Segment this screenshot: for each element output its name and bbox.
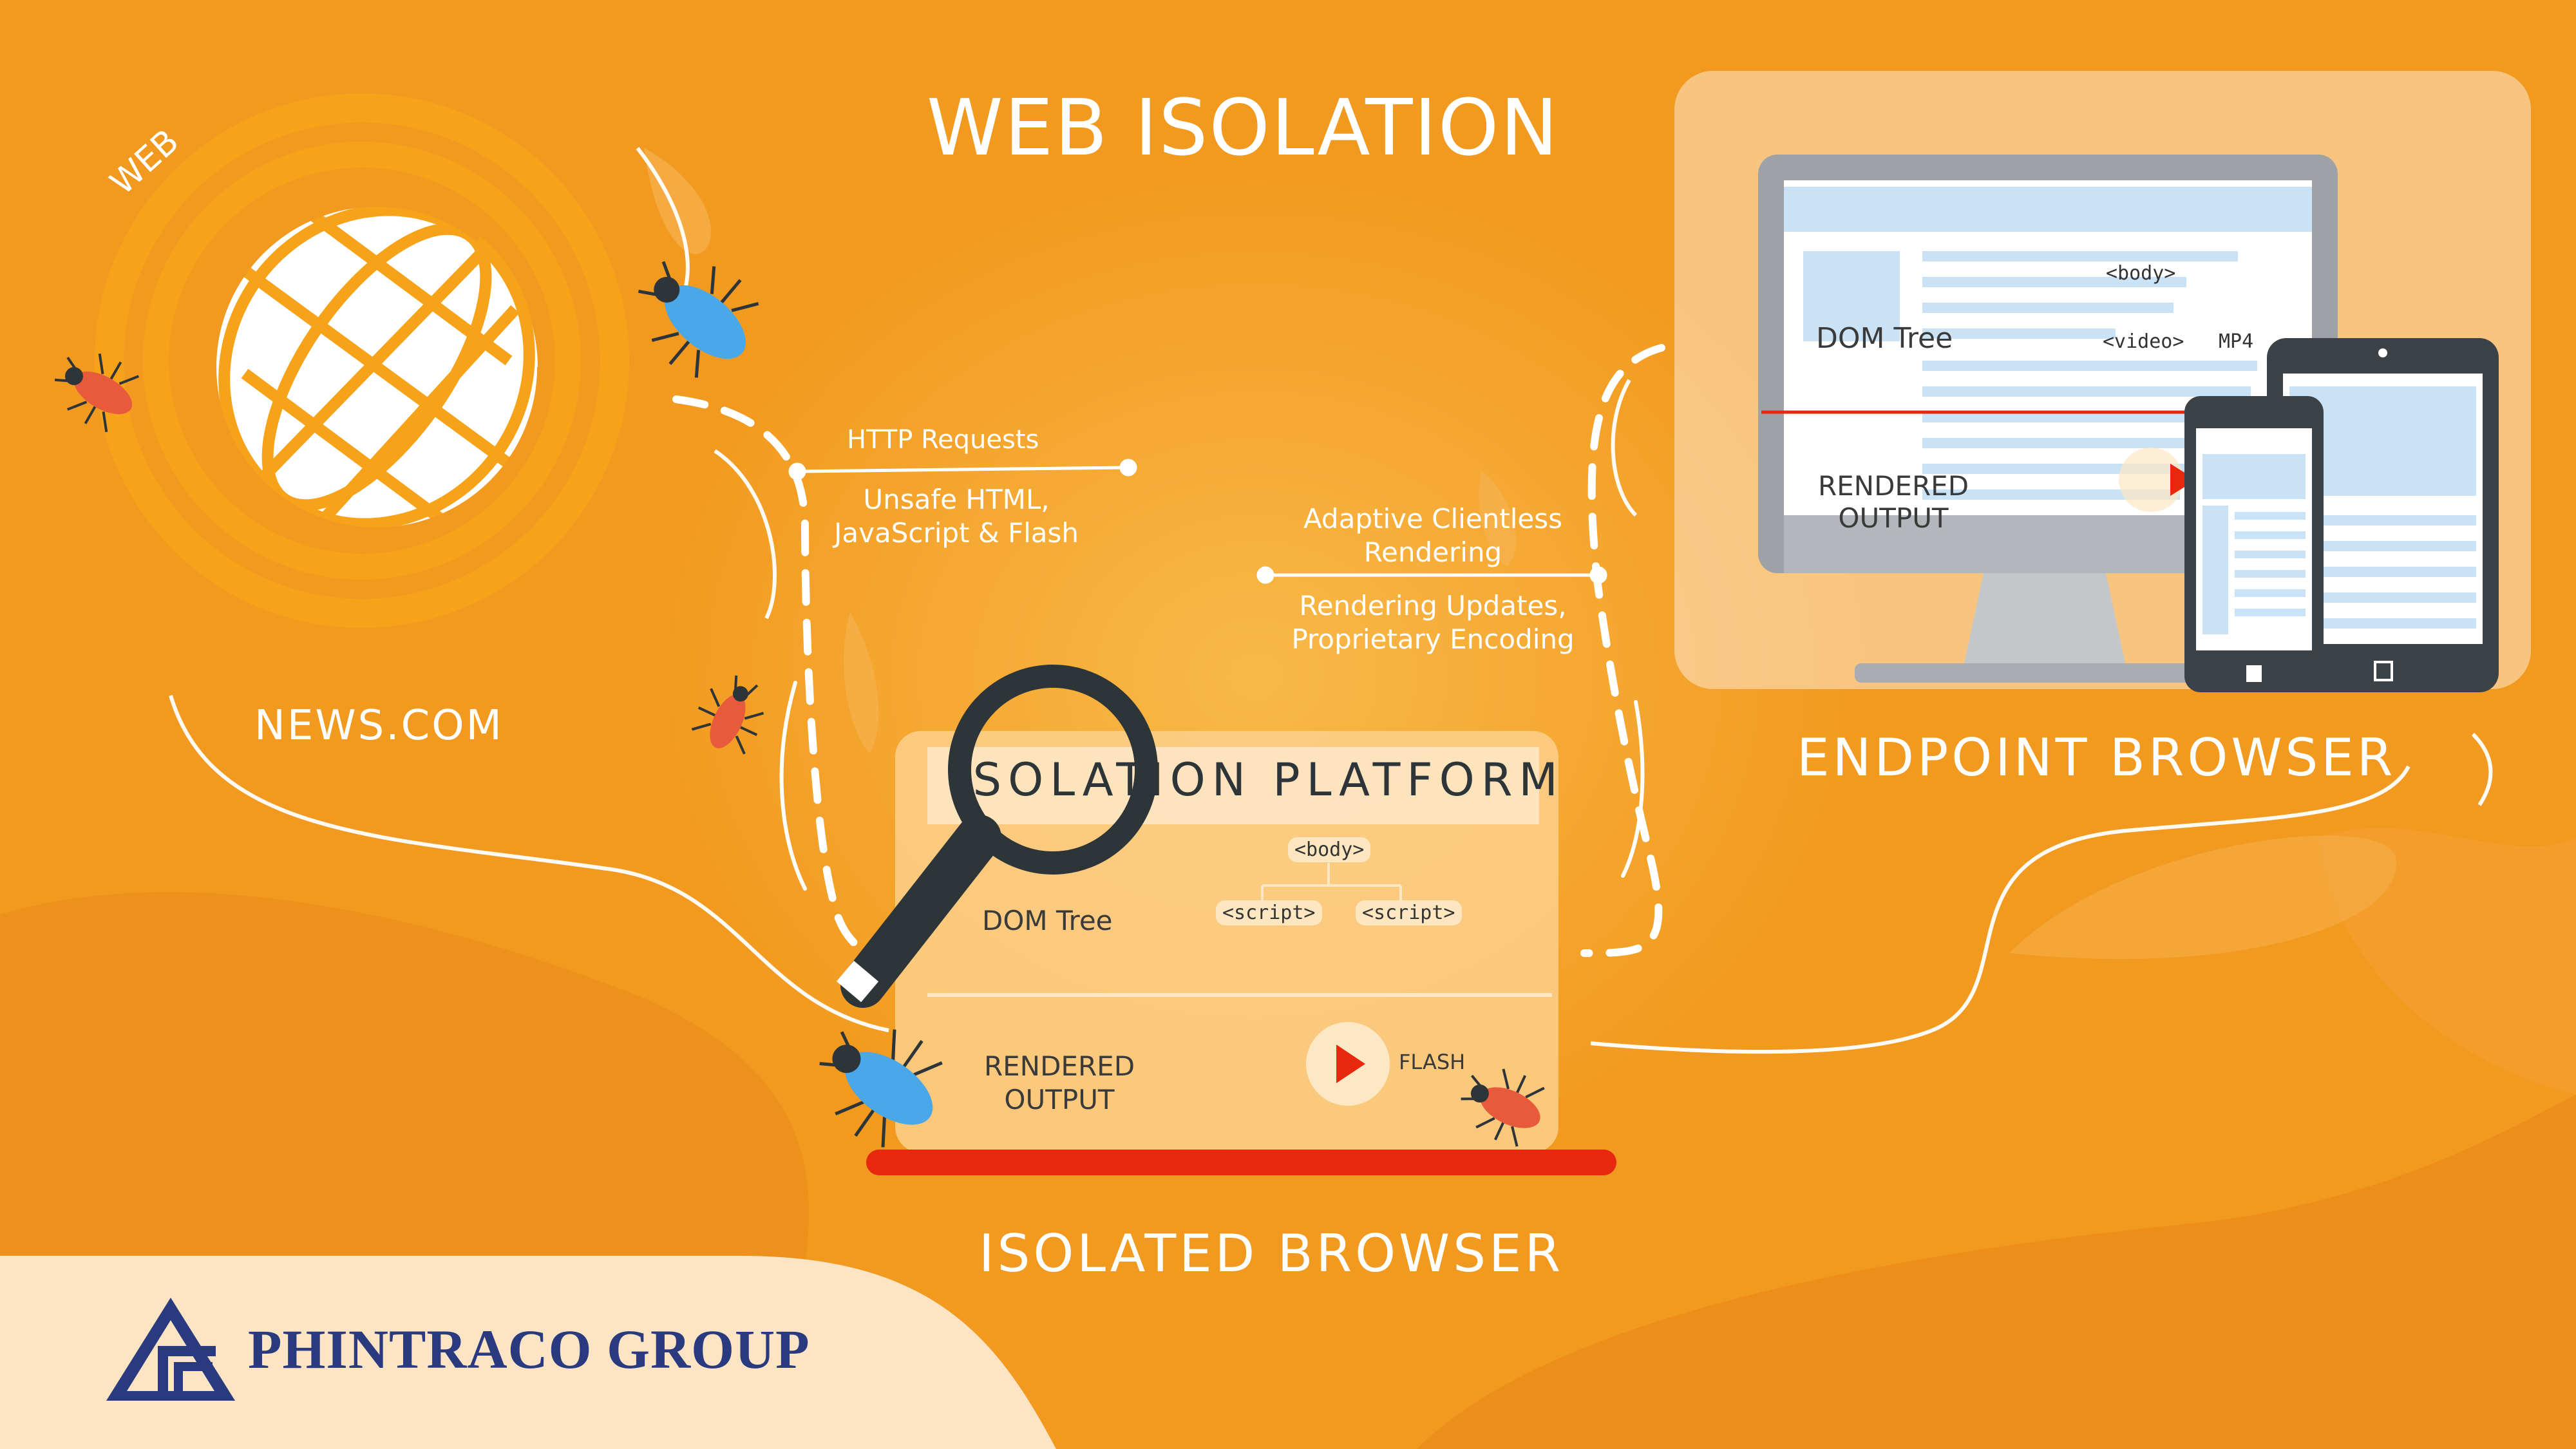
bug-icon: [638, 261, 759, 378]
phone-icon: [2184, 396, 2324, 692]
brand-panel: [0, 1256, 1056, 1449]
isolated-browser-caption: ISOLATED BROWSER: [979, 1224, 1564, 1283]
bug-icon: [54, 353, 140, 433]
rendering-updates-label: Rendering Updates, Proprietary Encoding: [1291, 590, 1575, 655]
endpoint-dom-tree-label: DOM Tree: [1816, 322, 1953, 355]
platform-script-tag: <script>: [1356, 900, 1462, 925]
endpoint-video-tag: <video>: [2103, 330, 2184, 353]
endpoint-rendered-output-label: RENDERED OUTPUT: [1817, 470, 1969, 534]
isolation-platform-title: ISOLATION PLATFORM: [953, 753, 1564, 806]
unsafe-content-label: Unsafe HTML, JavaScript & Flash: [833, 484, 1079, 549]
platform-body-tag: <body>: [1288, 837, 1371, 862]
brand-logo-icon: [106, 1298, 235, 1401]
platform-dom-tree-label: DOM Tree: [982, 905, 1113, 936]
endpoint-mp4-label: MP4: [2219, 330, 2254, 353]
http-requests-label: HTTP Requests: [847, 425, 1039, 455]
globe-icon: [95, 93, 629, 628]
platform-rendered-output-label: RENDERED OUTPUT: [983, 1050, 1135, 1115]
isolation-platform-card: [895, 731, 1558, 1153]
adaptive-rendering-label: Adaptive Clientless Rendering: [1303, 503, 1563, 568]
endpoint-body-tag: <body>: [2106, 262, 2176, 285]
page-title: WEB ISOLATION: [926, 84, 1560, 173]
bug-icon: [691, 675, 764, 755]
isolated-browser-base: [866, 1150, 1616, 1175]
flash-label: FLASH: [1399, 1050, 1466, 1074]
play-icon: [1306, 1022, 1390, 1106]
bug-icon: [1461, 1068, 1545, 1147]
bug-icon: [819, 1029, 943, 1148]
magnifier-icon: [836, 665, 1158, 1008]
platform-script-tag: <script>: [1216, 900, 1322, 925]
endpoint-browser-caption: ENDPOINT BROWSER: [1797, 728, 2396, 788]
tablet-icon: [2267, 338, 2499, 692]
site-label: NEWS.COM: [254, 702, 504, 750]
brand-name: PHINTRACO GROUP: [248, 1318, 810, 1380]
